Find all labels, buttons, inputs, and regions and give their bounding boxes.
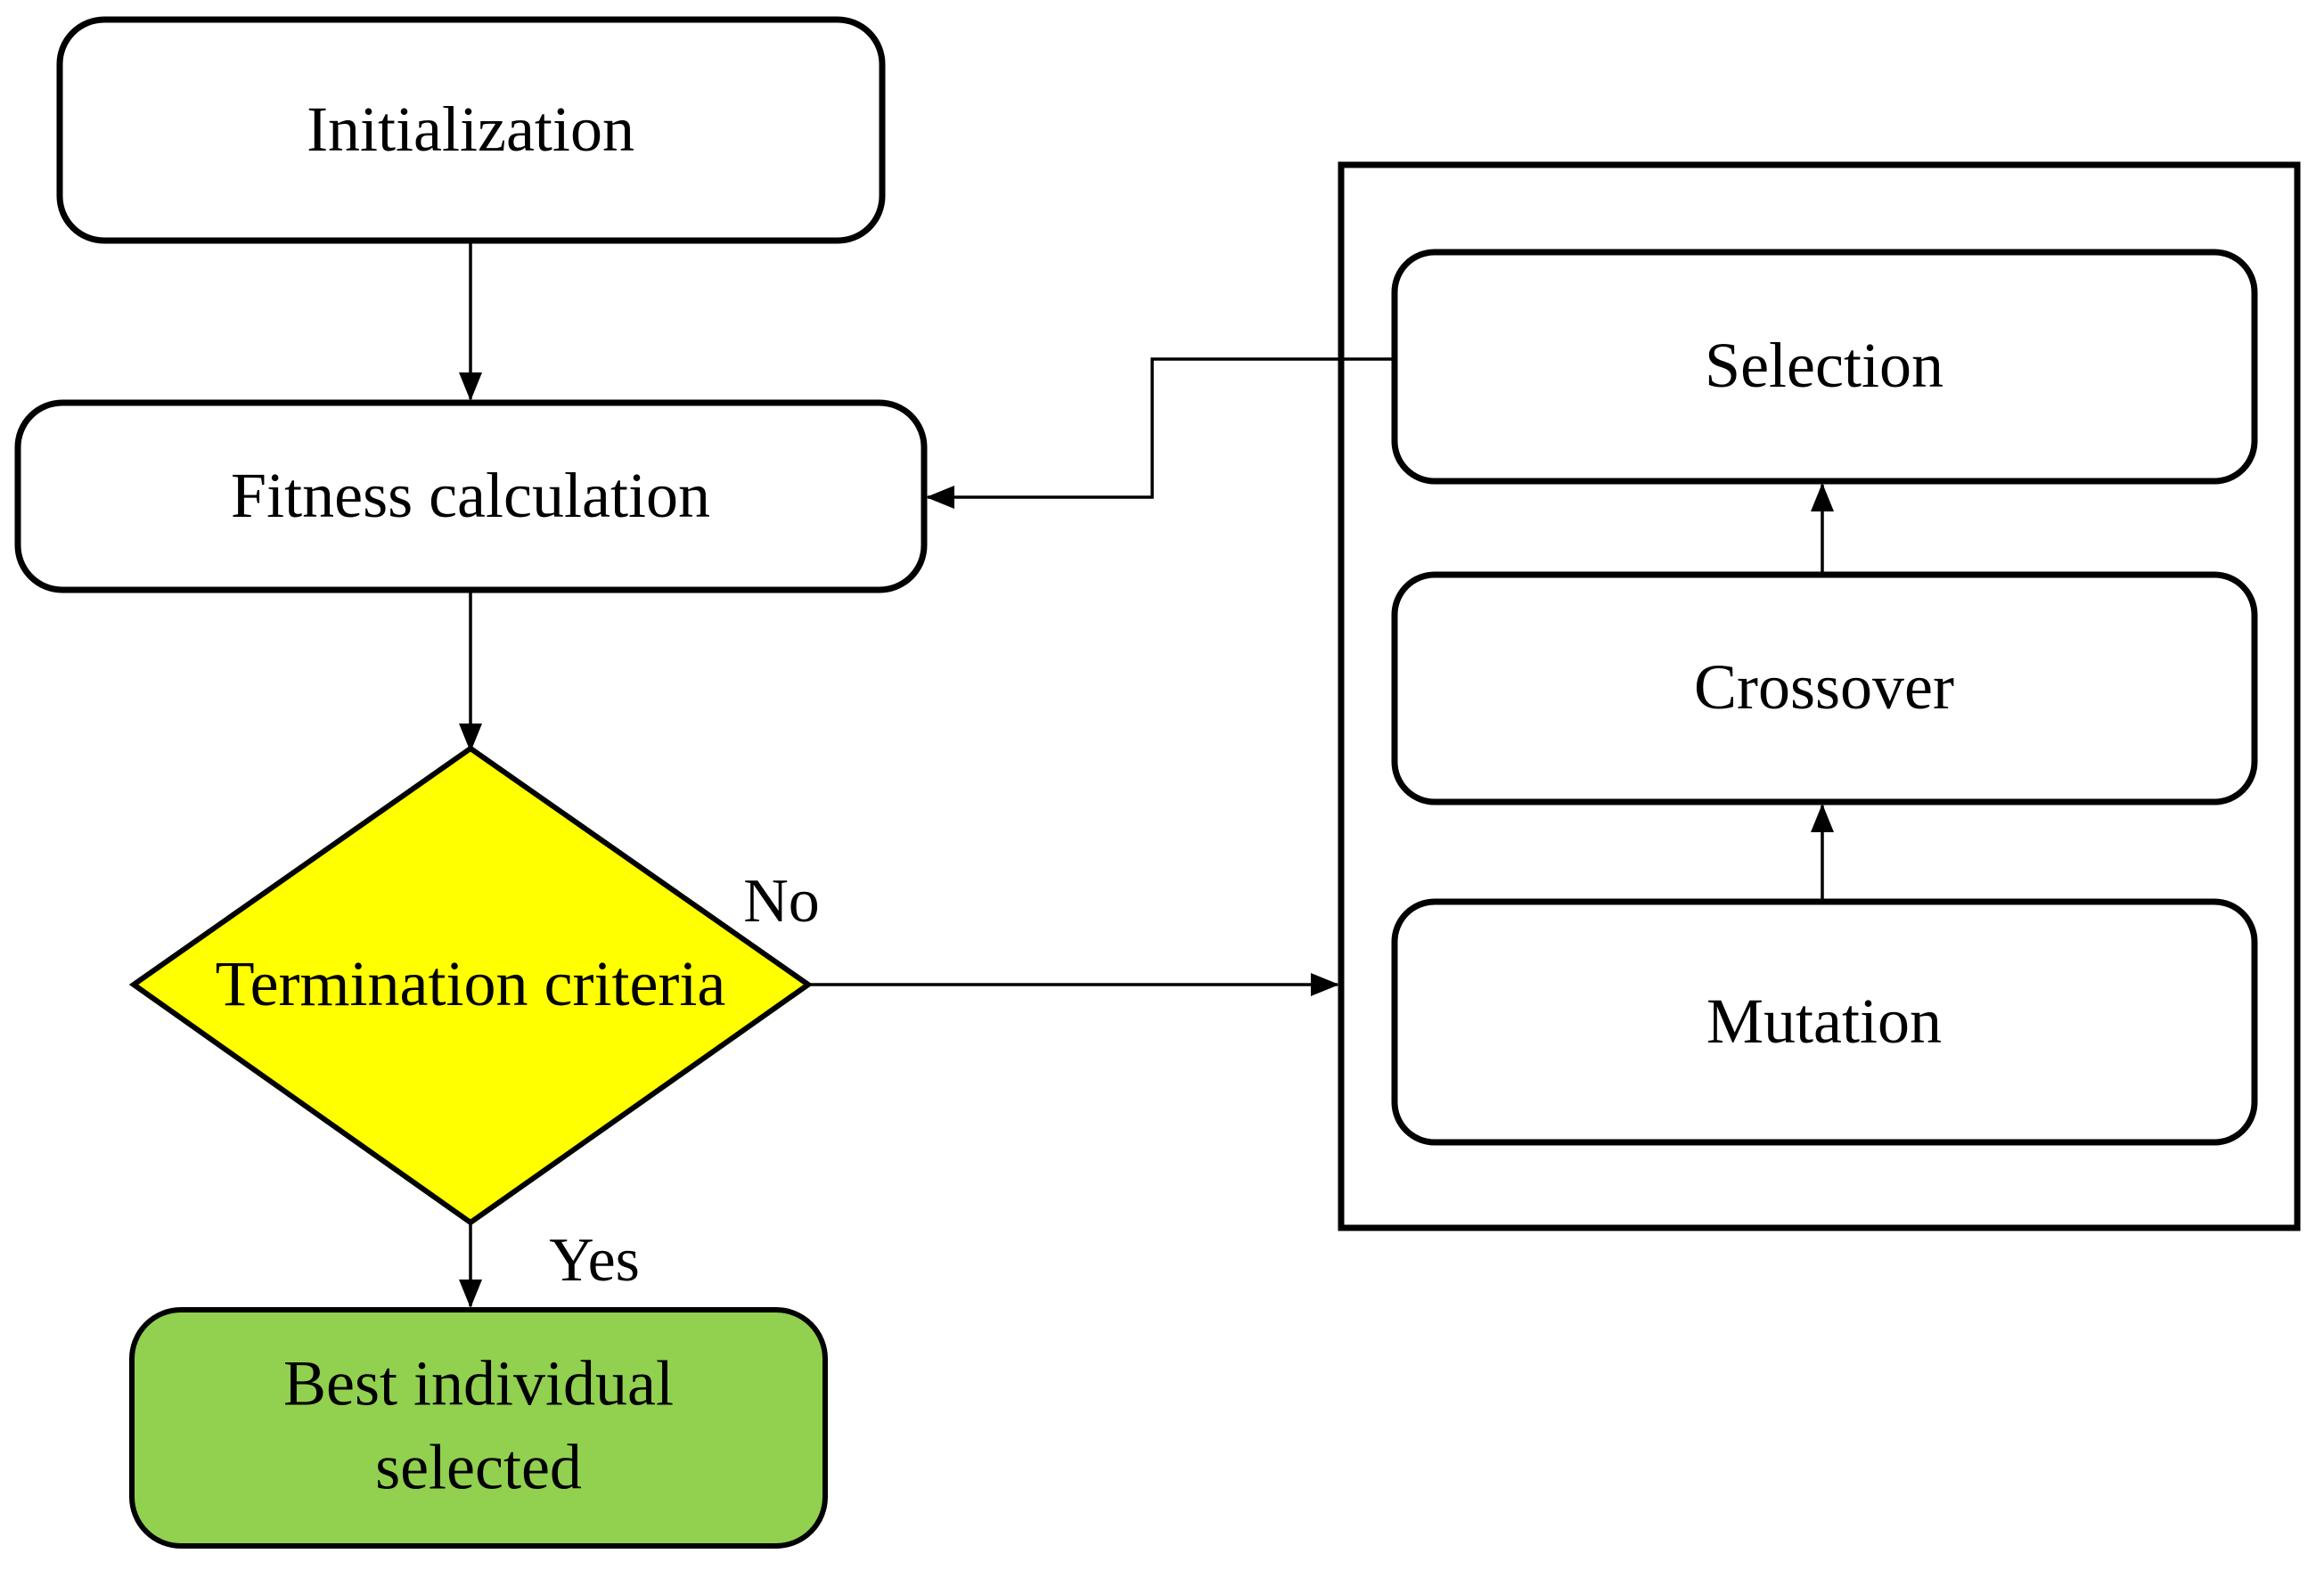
no-branch-label: No [743, 867, 820, 936]
best-individual-box [129, 1307, 828, 1549]
initialization-box [56, 16, 886, 244]
fitness-calculation-label: Fitness calculation [231, 460, 710, 532]
mutation-box [1391, 898, 2258, 1146]
edge-selection-to-fitness [926, 357, 1395, 509]
crossover-label: Crossover [1694, 651, 1954, 724]
termination-criteria-label: Termination criteria [215, 948, 726, 1020]
crossover-box [1391, 571, 2258, 805]
mutation-label: Mutation [1706, 985, 1942, 1058]
initialization-label: Initialization [307, 94, 634, 166]
fitness-calculation-box [14, 399, 928, 593]
selection-box [1391, 249, 2258, 485]
yes-branch-label: Yes [549, 1226, 640, 1295]
best-individual-label: Best individual selected [283, 1347, 674, 1502]
selection-label: Selection [1705, 330, 1943, 402]
